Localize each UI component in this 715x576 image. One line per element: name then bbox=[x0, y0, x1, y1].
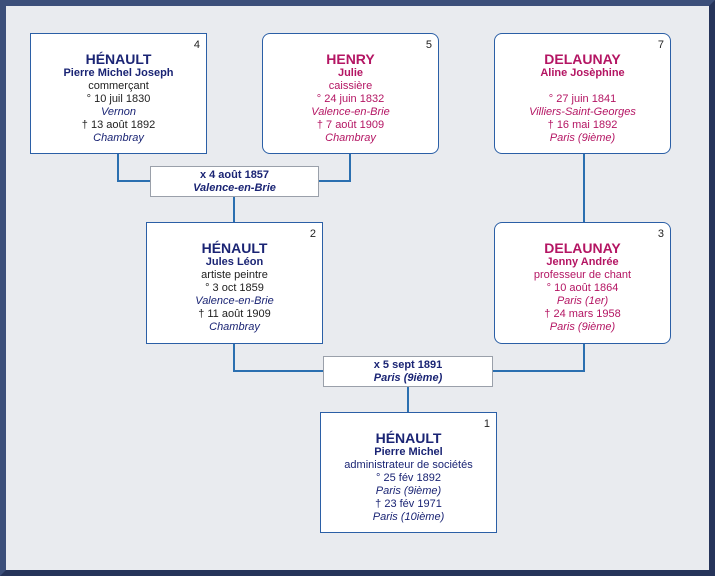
surname: HENRY bbox=[326, 51, 375, 67]
marriage-date: x 5 sept 1891 bbox=[373, 359, 443, 371]
birth-place: Valence-en-Brie bbox=[311, 106, 390, 118]
marriage-box-2-3: x 5 sept 1891 Paris (9ième) bbox=[323, 356, 493, 387]
person-box-4[interactable]: 4 HÉNAULT Pierre Michel Joseph commerçan… bbox=[30, 33, 207, 154]
marriage-place: Paris (9ième) bbox=[373, 372, 443, 384]
sosa-number: 4 bbox=[193, 39, 200, 51]
sosa-number: 1 bbox=[483, 418, 490, 430]
surname: DELAUNAY bbox=[544, 51, 621, 67]
birth-date: ° 10 juil 1830 bbox=[86, 93, 151, 105]
death-place: Chambray bbox=[209, 321, 260, 333]
link-5-marriage1 bbox=[318, 153, 351, 182]
occupation: artiste peintre bbox=[201, 269, 268, 281]
link-2-marriage2 bbox=[233, 343, 324, 372]
given-names: Jules Léon bbox=[205, 256, 264, 268]
marriage-box-4-5: x 4 août 1857 Valence-en-Brie bbox=[150, 166, 319, 197]
sosa-number: 7 bbox=[657, 39, 664, 51]
person-box-5[interactable]: 5 HENRY Julie caissière ° 24 juin 1832 V… bbox=[262, 33, 439, 154]
person-box-2[interactable]: 2 HÉNAULT Jules Léon artiste peintre ° 3… bbox=[146, 222, 323, 344]
sosa-number: 3 bbox=[657, 228, 664, 240]
death-date: † 23 fév 1971 bbox=[375, 498, 442, 510]
birth-date: ° 27 juin 1841 bbox=[548, 93, 617, 105]
marriage-place: Valence-en-Brie bbox=[193, 182, 276, 194]
birth-place: Paris (9ième) bbox=[375, 485, 442, 497]
marriage-date: x 4 août 1857 bbox=[199, 169, 270, 181]
birth-date: ° 10 août 1864 bbox=[546, 282, 619, 294]
given-names: Julie bbox=[337, 67, 364, 79]
surname: DELAUNAY bbox=[544, 240, 621, 256]
person-box-7[interactable]: 7 DELAUNAY Aline Josèphine ° 27 juin 184… bbox=[494, 33, 671, 154]
birth-place: Paris (1er) bbox=[556, 295, 609, 307]
given-names: Jenny Andrée bbox=[546, 256, 619, 268]
birth-place: Villiers-Saint-Georges bbox=[529, 106, 636, 118]
death-place: Paris (10ième) bbox=[372, 511, 445, 523]
death-date: † 16 mai 1892 bbox=[547, 119, 618, 131]
given-names: Pierre Michel Joseph bbox=[63, 67, 174, 79]
death-place: Chambray bbox=[93, 132, 144, 144]
given-names: Pierre Michel bbox=[374, 446, 443, 458]
surname: HÉNAULT bbox=[85, 51, 152, 67]
surname: HÉNAULT bbox=[201, 240, 268, 256]
death-place: Paris (9ième) bbox=[549, 321, 616, 333]
link-4-marriage1 bbox=[117, 153, 150, 182]
person-box-1[interactable]: 1 HÉNAULT Pierre Michel administrateur d… bbox=[320, 412, 497, 533]
death-date: † 24 mars 1958 bbox=[544, 308, 621, 320]
death-date: † 13 août 1892 bbox=[81, 119, 156, 131]
occupation: commerçant bbox=[88, 80, 149, 92]
death-place: Paris (9ième) bbox=[549, 132, 616, 144]
sosa-number: 5 bbox=[425, 39, 432, 51]
death-date: † 11 août 1909 bbox=[198, 308, 271, 320]
birth-place: Valence-en-Brie bbox=[195, 295, 274, 307]
occupation: caissière bbox=[328, 80, 373, 92]
occupation bbox=[495, 80, 670, 93]
birth-date: ° 25 fév 1892 bbox=[376, 472, 441, 484]
given-names: Aline Josèphine bbox=[540, 67, 625, 79]
link-3-marriage2 bbox=[492, 343, 585, 372]
person-box-3[interactable]: 3 DELAUNAY Jenny Andrée professeur de ch… bbox=[494, 222, 671, 344]
surname: HÉNAULT bbox=[375, 430, 442, 446]
occupation: professeur de chant bbox=[533, 269, 632, 281]
birth-date: ° 24 juin 1832 bbox=[316, 93, 385, 105]
occupation: administrateur de sociétés bbox=[344, 459, 473, 471]
death-place: Chambray bbox=[325, 132, 376, 144]
death-date: † 7 août 1909 bbox=[316, 119, 385, 131]
birth-place: Vernon bbox=[100, 106, 137, 118]
sosa-number: 2 bbox=[309, 228, 316, 240]
birth-date: ° 3 oct 1859 bbox=[205, 282, 264, 294]
